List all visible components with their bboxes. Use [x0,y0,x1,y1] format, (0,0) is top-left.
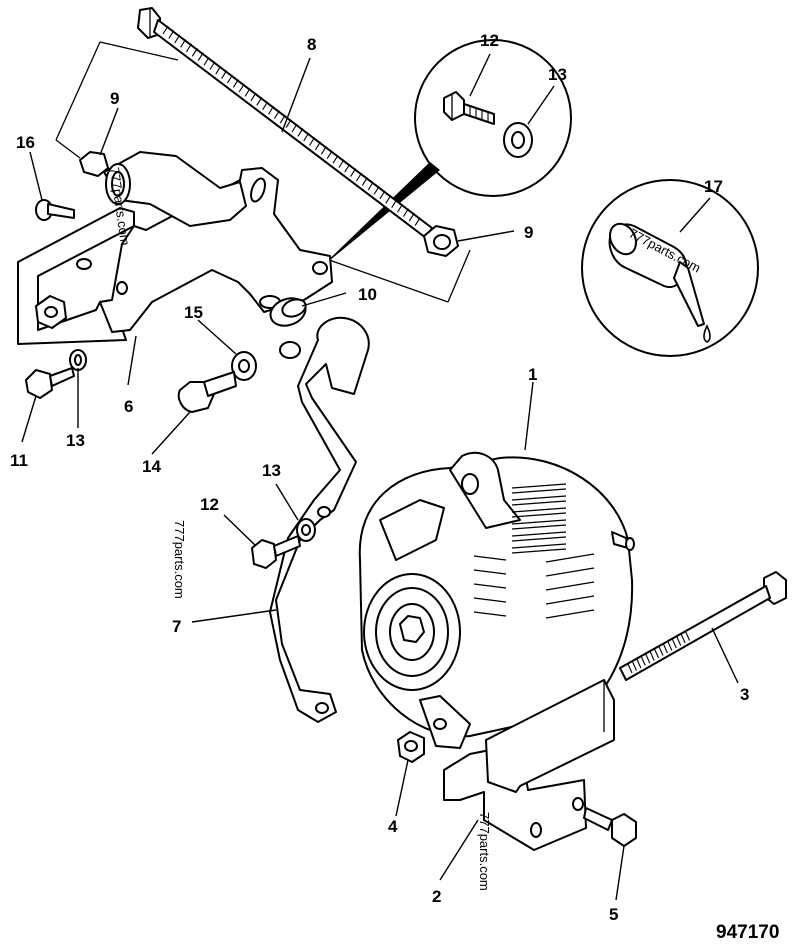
watermark-block: 777parts.com [477,812,492,891]
callout-4: 4 [388,817,398,836]
nut-lower [397,731,425,763]
callout-16: 16 [16,133,35,152]
callout-9-upper: 9 [110,89,119,108]
callout-8: 8 [307,35,316,54]
nut-upper-left [79,151,131,205]
washer-and-bolt-center [177,341,301,413]
callout-labels: 1 2 3 4 5 6 7 8 9 9 10 11 12 12 13 13 13… [10,31,749,924]
callout-7: 7 [172,617,181,636]
leader-lines [21,53,739,901]
callout-13-mid: 13 [262,461,281,480]
callout-13-detail: 13 [548,65,567,84]
watermark-strap: 777parts.com [172,520,187,599]
callout-9-right: 9 [524,223,533,242]
callout-10: 10 [358,285,377,304]
small-bolt [35,199,75,221]
bolt-lower-right [583,807,637,847]
detail-circle-bolt-washer [414,39,572,197]
mounting-block [443,679,615,851]
callout-17: 17 [704,177,723,196]
callout-11: 11 [10,451,28,470]
callout-5: 5 [609,905,618,924]
bolt-and-washer-middle [251,518,316,569]
detail-pointer-wedge [318,162,440,270]
callout-15: 15 [184,303,203,322]
callout-12-mid: 12 [200,495,219,514]
adjusting-strap [269,316,370,723]
callout-1: 1 [528,365,537,384]
callout-6: 6 [124,397,133,416]
nut-right [423,225,459,257]
callout-14: 14 [142,457,161,476]
callout-13-left: 13 [66,431,85,450]
detail-circle-thread-locker: 777parts.com [581,179,759,357]
callout-2: 2 [432,887,441,906]
alternator-pivot-bolt [619,571,787,681]
alternator [358,451,635,749]
figure-number: 947170 [716,922,779,943]
mounting-bracket [17,151,333,345]
callout-3: 3 [740,685,749,704]
callout-12-detail: 12 [480,31,499,50]
spacer-bush [269,297,307,327]
bolt-lower-left [25,349,87,399]
